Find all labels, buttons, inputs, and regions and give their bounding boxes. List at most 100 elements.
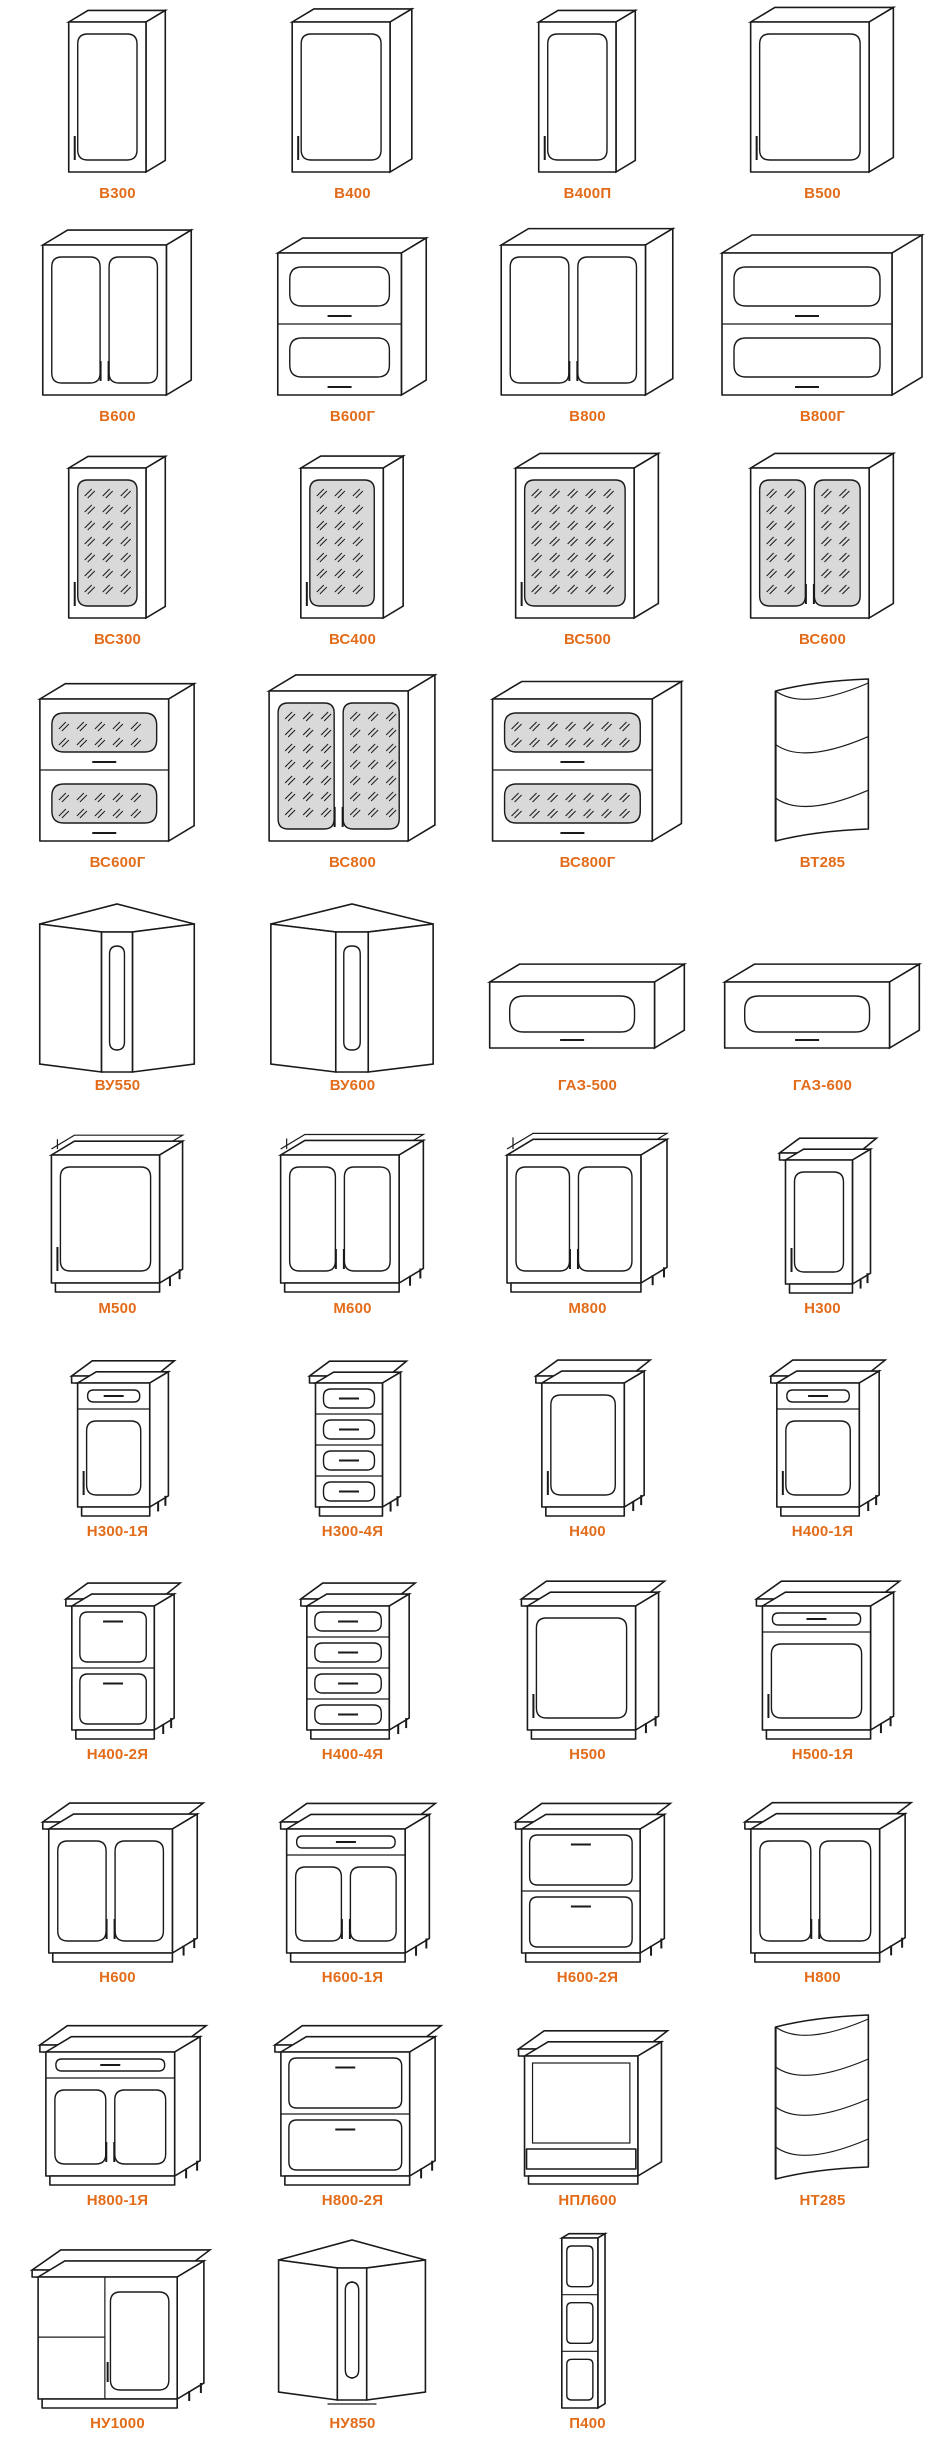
plinth xyxy=(51,1952,174,1963)
plinth xyxy=(54,1282,161,1293)
cabinet-item: ВС300 xyxy=(0,446,235,669)
door-panel xyxy=(288,1166,337,1272)
cabinet-drawing xyxy=(518,1580,667,1740)
cabinet-label: В800 xyxy=(569,408,606,425)
cabinet-illustration xyxy=(40,1802,206,1963)
plinth xyxy=(80,1506,151,1517)
plinth xyxy=(754,1952,881,1963)
cabinet-illustration xyxy=(298,1582,418,1740)
cabinet-drawing xyxy=(558,2232,608,2410)
cabinet-top xyxy=(35,2260,207,2278)
shelf xyxy=(775,789,869,808)
cabinet-label: Н600 xyxy=(99,1969,136,1986)
cabinet-item: ВС800Г xyxy=(470,669,705,892)
cabinet-illustration xyxy=(777,1137,879,1294)
cabinet-drawing xyxy=(277,1133,427,1293)
door-panel xyxy=(114,1840,165,1942)
cabinet-label: ВС600 xyxy=(798,631,847,648)
door-panel xyxy=(577,256,638,384)
cabinet-top xyxy=(266,674,438,692)
cabinet-illustration xyxy=(297,454,407,620)
cabinet-drawing xyxy=(37,2024,209,2186)
door-panel xyxy=(515,1166,571,1272)
cabinet-side xyxy=(398,1139,425,1285)
door-panel xyxy=(85,1420,142,1496)
cabinet-item: Н600 xyxy=(0,1784,235,2007)
cabinet-side xyxy=(171,1812,199,1955)
cabinet-drawing xyxy=(278,1802,438,1963)
cabinet-item: Н300-1Я xyxy=(0,1338,235,1561)
cabinet-label: Н800-2Я xyxy=(321,2192,384,2209)
cabinet-side xyxy=(270,923,337,1073)
cabinet-illustration xyxy=(533,1359,653,1517)
cabinet-label: Н600-1Я xyxy=(321,1969,384,1986)
plinth xyxy=(765,1729,872,1740)
shelf-body xyxy=(774,2014,870,2180)
shelf xyxy=(775,2098,869,2116)
door-panel xyxy=(114,2089,167,2165)
door-panel xyxy=(793,1171,845,1273)
cabinet-item: Н400-2Я xyxy=(0,1561,235,1784)
cabinet-drawing xyxy=(307,1360,409,1517)
door-panel xyxy=(758,33,861,161)
cabinet-label: В400 xyxy=(334,185,371,202)
cabinet-label: Н300-1Я xyxy=(86,1523,149,1540)
cabinet-illustration xyxy=(289,7,415,174)
cabinet-top xyxy=(498,227,676,246)
door-panel xyxy=(770,1643,863,1719)
door-panel xyxy=(108,945,126,1051)
cabinet-side xyxy=(388,1592,410,1732)
cabinet-side xyxy=(408,2035,436,2178)
cabinet-side xyxy=(389,7,413,174)
plinth xyxy=(289,1952,406,1963)
door-panel xyxy=(743,995,871,1033)
cabinet-item: В300 xyxy=(0,0,235,223)
cabinet-item: Н800-2Я xyxy=(235,2007,470,2230)
plinth xyxy=(283,1282,400,1293)
cabinet-item: НУ850 xyxy=(235,2230,470,2453)
cabinet-drawing xyxy=(274,236,430,397)
cabinet-label: Н800 xyxy=(804,1969,841,1986)
cabinet-label: ВС300 xyxy=(93,631,142,648)
cabinet-side xyxy=(176,2259,205,2401)
cabinet-side xyxy=(277,2259,339,2401)
cabinet-illustration xyxy=(39,228,195,397)
cabinet-label: ВС600Г xyxy=(89,854,146,871)
cabinet-top xyxy=(504,1138,670,1156)
cabinet-item: ВС600Г xyxy=(0,669,235,892)
cabinet-side xyxy=(640,1137,668,1285)
cabinet-label: ВТ285 xyxy=(799,854,846,871)
cabinet-drawing xyxy=(768,1359,888,1517)
cabinet-side xyxy=(634,1590,660,1732)
cabinet-item: ГАЗ-600 xyxy=(705,892,940,1115)
cabinet-illustration xyxy=(489,680,685,843)
plinth xyxy=(75,1729,156,1740)
cabinet-label: Н300-4Я xyxy=(321,1523,384,1540)
cabinet-label: Н400-1Я xyxy=(791,1523,854,1540)
cabinet-illustration xyxy=(774,2014,870,2180)
cabinet-item: Н600-1Я xyxy=(235,1784,470,2007)
cabinet-label: ВС400 xyxy=(328,631,377,648)
cabinet-label: Н500-1Я xyxy=(791,1746,854,1763)
cabinet-side xyxy=(868,452,895,620)
plinth xyxy=(510,1282,642,1293)
plinth xyxy=(524,1952,641,1963)
cabinet-drawing xyxy=(504,1132,670,1293)
cabinet-label: ВС800Г xyxy=(559,854,616,871)
cabinet-side xyxy=(131,923,196,1073)
cabinet-drawing xyxy=(489,680,685,843)
cabinet-item: ВТ285 xyxy=(705,669,940,892)
shelf xyxy=(775,2058,869,2076)
cabinet-label: М600 xyxy=(333,1300,372,1317)
door-panel xyxy=(77,33,138,161)
cabinet-drawing xyxy=(516,2030,670,2185)
cabinet-side xyxy=(153,1592,175,1732)
cabinet-illustration xyxy=(48,1134,186,1293)
cabinet-illustration xyxy=(513,1802,673,1963)
door-panel xyxy=(733,337,881,378)
cabinet-illustration xyxy=(742,1801,914,1963)
cabinet-illustration xyxy=(516,2030,670,2185)
cabinet-item: В400П xyxy=(470,0,705,223)
cabinet-label: Н400-2Я xyxy=(86,1746,149,1763)
cabinet-item: ВС400 xyxy=(235,446,470,669)
